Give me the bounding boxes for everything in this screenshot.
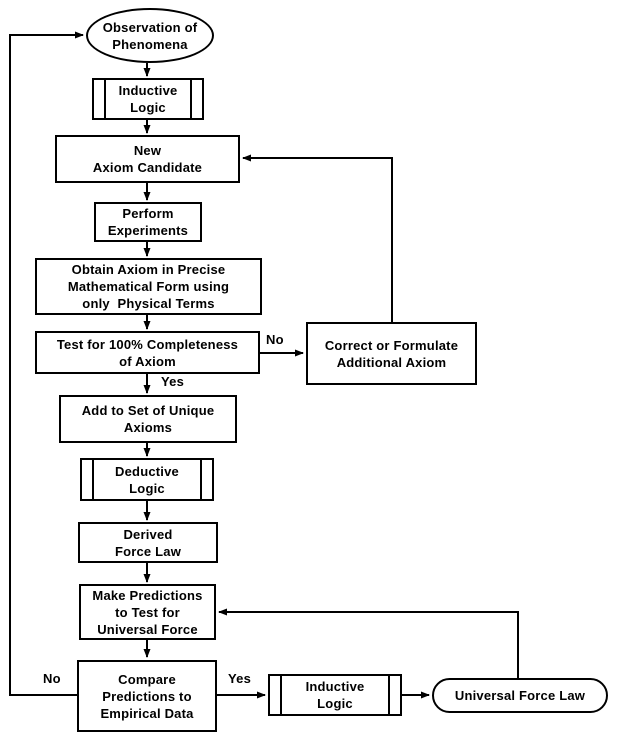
edge-universal-to-make	[218, 608, 519, 678]
node-derived-force-law-label: Derived Force Law	[114, 526, 182, 559]
node-new-axiom-candidate: New Axiom Candidate	[55, 135, 240, 183]
node-new-axiom-candidate-label: New Axiom Candidate	[92, 143, 203, 175]
node-inductive-logic-top-label: Inductive Logic	[118, 83, 178, 115]
edge-compare-no-to-observation	[9, 31, 84, 696]
node-deductive-logic: Deductive Logic	[80, 458, 214, 501]
node-observation-of-phenomena: Observation of Phenomena	[86, 8, 214, 63]
node-deductive-logic-label: Deductive Logic	[115, 463, 179, 496]
node-universal-force-law: Universal Force Law	[432, 678, 608, 713]
node-perform-experiments-label: Perform Experiments	[107, 206, 189, 238]
node-inductive-logic-top: Inductive Logic	[92, 78, 204, 120]
edge-label-test-yes: Yes	[160, 374, 186, 389]
node-test-completeness: Test for 100% Completeness of Axiom	[35, 331, 260, 374]
node-make-predictions: Make Predictions to Test for Universal F…	[79, 584, 216, 640]
node-make-predictions-label: Make Predictions to Test for Universal F…	[92, 587, 203, 637]
node-compare-predictions-label: Compare Predictions to Empirical Data	[100, 671, 194, 721]
edge-label-compare-no: No	[42, 671, 62, 686]
node-correct-or-formulate: Correct or Formulate Additional Axiom	[306, 322, 477, 385]
node-add-to-set-label: Add to Set of Unique Axioms	[81, 403, 215, 435]
node-observation-of-phenomena-label: Observation of Phenomena	[102, 19, 198, 52]
node-perform-experiments: Perform Experiments	[94, 202, 202, 242]
node-compare-predictions: Compare Predictions to Empirical Data	[77, 660, 217, 732]
node-obtain-axiom-label: Obtain Axiom in Precise Mathematical For…	[67, 262, 230, 311]
node-derived-force-law: Derived Force Law	[78, 522, 218, 563]
edge-label-test-no: No	[265, 332, 285, 347]
edge-correct-to-new-axiom	[242, 154, 393, 322]
node-inductive-logic-bottom-label: Inductive Logic	[305, 679, 365, 711]
node-test-completeness-label: Test for 100% Completeness of Axiom	[56, 336, 239, 369]
node-correct-or-formulate-label: Correct or Formulate Additional Axiom	[324, 337, 459, 370]
edge-label-compare-yes: Yes	[227, 671, 253, 686]
node-obtain-axiom: Obtain Axiom in Precise Mathematical For…	[35, 258, 262, 315]
node-add-to-set-of-unique-axioms: Add to Set of Unique Axioms	[59, 395, 237, 443]
node-universal-force-law-label: Universal Force Law	[454, 688, 586, 703]
node-inductive-logic-bottom: Inductive Logic	[268, 674, 402, 716]
